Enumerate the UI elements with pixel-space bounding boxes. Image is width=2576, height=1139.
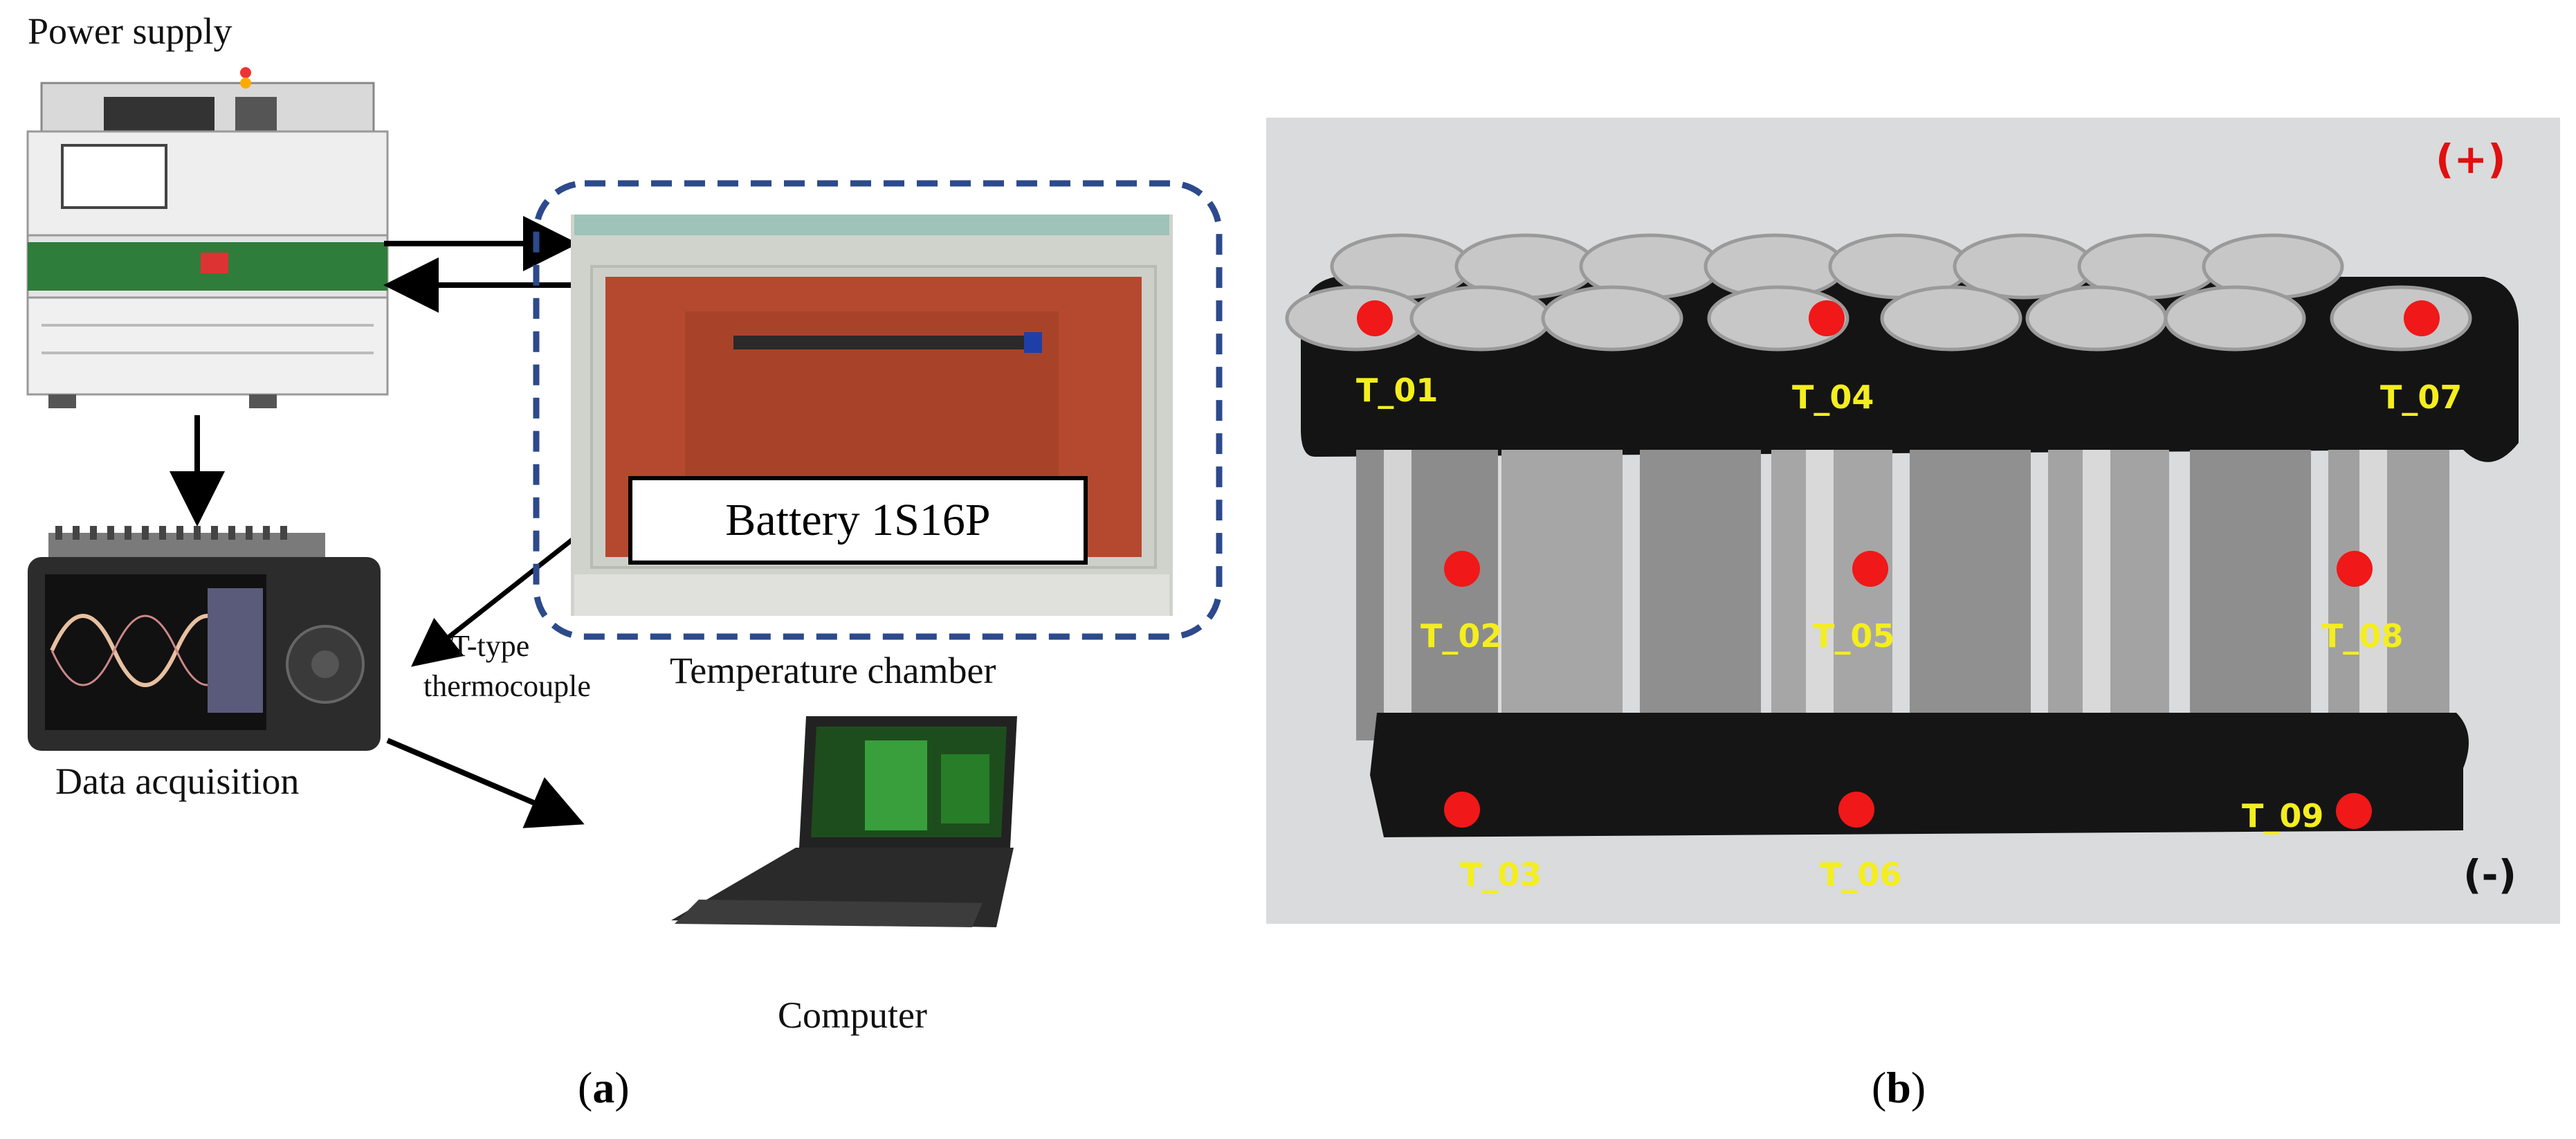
sensor-dot-t-06	[1838, 792, 1874, 828]
sensor-dot-t-03	[1444, 792, 1480, 828]
thermocouple-label-line1: T-type	[451, 629, 530, 663]
sensor-dot-t-07	[2404, 300, 2440, 336]
sensor-label-t-02: T_02	[1421, 617, 1502, 655]
caption-b: (b)	[1872, 1063, 1926, 1112]
data-acquisition-label: Data acquisition	[55, 760, 300, 802]
sensor-label-t-05: T_05	[1813, 617, 1894, 655]
sensor-label-t-03: T_03	[1460, 856, 1542, 893]
negative-terminal-label: (-)	[2463, 851, 2517, 898]
battery-label: Battery 1S16P	[725, 495, 991, 545]
caption-b-letter: b	[1886, 1063, 1911, 1112]
sensor-dot-t-02	[1444, 551, 1480, 587]
sensor-label-t-06: T_06	[1820, 856, 1901, 893]
sensor-label-t-01: T_01	[1356, 372, 1438, 409]
arrow-to-computer	[386, 738, 585, 828]
sensor-label-t-04: T_04	[1792, 379, 1874, 416]
battery-label-box: Battery 1S16P	[628, 476, 1088, 565]
sensor-dot-t-08	[2337, 551, 2373, 587]
caption-a: (a)	[578, 1063, 630, 1112]
sensor-label-t-09: T_09	[2242, 797, 2323, 835]
sensor-dot-t-05	[1852, 551, 1888, 587]
thermocouple-label-line2: thermocouple	[423, 669, 591, 703]
sensor-label-t-08: T_08	[2321, 617, 2403, 655]
computer-label: Computer	[778, 994, 927, 1036]
sensor-label-t-07: T_07	[2380, 379, 2462, 416]
power-supply-label: Power supply	[28, 10, 232, 52]
arrow-thermocouple	[411, 517, 601, 667]
sensor-dot-t-09	[2336, 793, 2372, 829]
positive-terminal-label: (+)	[2436, 136, 2506, 183]
caption-a-letter: a	[592, 1063, 615, 1112]
chamber-label: Temperature chamber	[670, 650, 996, 691]
sensor-dot-t-04	[1809, 300, 1845, 336]
sensor-dot-t-01	[1357, 300, 1393, 336]
